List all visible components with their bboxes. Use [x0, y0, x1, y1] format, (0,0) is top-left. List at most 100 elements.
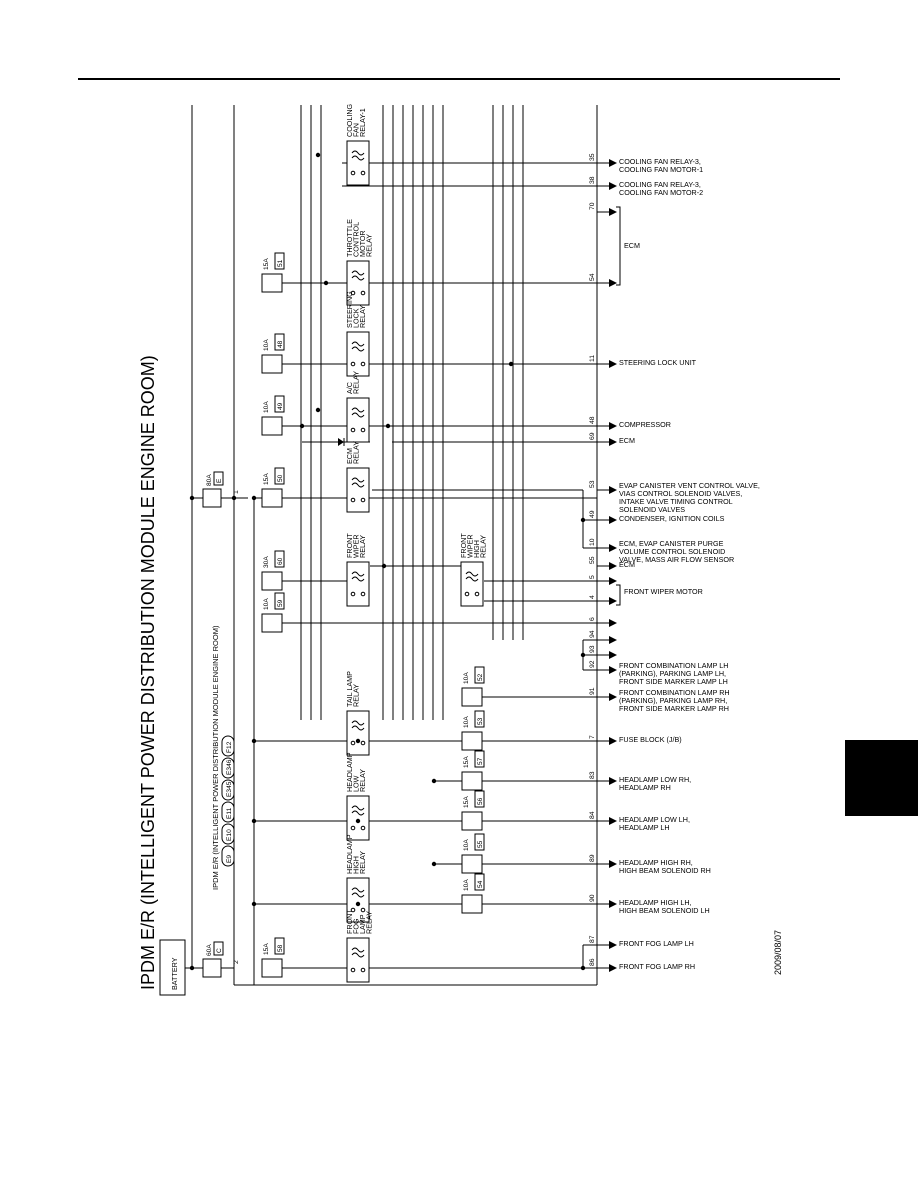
relay-box	[346, 140, 370, 186]
relay-contact	[474, 591, 480, 597]
relay-label: RELAY	[358, 535, 367, 558]
relay-label: FRONT	[345, 533, 354, 558]
relay-contact	[350, 740, 356, 746]
fuse-amp: 10A	[463, 839, 470, 851]
relay-label: RELAY	[365, 911, 374, 934]
relay-label: RELAY	[358, 851, 367, 874]
relay-box	[346, 795, 370, 841]
ecm-group-label: ECM	[624, 241, 640, 250]
connector-id: F12	[226, 741, 233, 753]
arrow-icon	[609, 159, 617, 167]
output-label: INTAKE VALVE TIMING CONTROL	[619, 497, 733, 506]
relay-contact	[350, 427, 356, 433]
junction-dot	[580, 965, 586, 971]
fuse-id-box	[274, 592, 285, 610]
pin-number: 70	[589, 202, 596, 210]
fuse-amp: 10A	[263, 598, 270, 610]
relay-box	[346, 710, 370, 756]
relay-contact	[360, 907, 366, 913]
relay-contact	[350, 967, 356, 973]
relay-label: STEERING	[345, 291, 354, 328]
output-label: FRONT FOG LAMP LH	[619, 939, 694, 948]
pin-number: 93	[589, 645, 596, 653]
arrow-icon	[609, 562, 617, 570]
output-label: HEADLAMP RH	[619, 783, 671, 792]
relay-label: HIGH	[352, 856, 361, 874]
fuse-id: 50	[277, 474, 284, 482]
output-label: ECM	[619, 560, 635, 569]
fuse-id: 60	[277, 557, 284, 565]
fuse-amp: 15A	[263, 258, 270, 270]
fuse	[461, 731, 483, 751]
relay-label: RELAY	[358, 769, 367, 792]
relay-coil-icon	[351, 407, 365, 418]
relay-label: CONTROL	[352, 222, 361, 257]
relay-coil-icon	[351, 150, 365, 161]
output-label: VALVE, MASS AIR FLOW SENSOR	[619, 555, 734, 564]
relay-contact	[464, 591, 470, 597]
fuse-id: 48	[277, 340, 284, 348]
fuse-amp: 15A	[463, 756, 470, 768]
fuse-id-box	[474, 710, 485, 728]
output-label: HEADLAMP LOW LH,	[619, 815, 690, 824]
arrow-icon	[609, 208, 617, 216]
relay-coil-icon	[351, 341, 365, 352]
relay-coil-icon	[351, 477, 365, 488]
output-label: HIGH BEAM SOLENOID RH	[619, 866, 711, 875]
pin-number: 11	[589, 355, 596, 362]
relay-contact	[360, 361, 366, 367]
pin-number: 7	[589, 735, 596, 739]
arrow-icon	[609, 941, 617, 949]
arrow-icon	[609, 964, 617, 972]
battery-box	[159, 939, 186, 996]
relay-coil-icon	[351, 720, 365, 731]
junction-dot	[355, 738, 361, 744]
arrow-icon	[609, 737, 617, 745]
junction-dot	[251, 738, 257, 744]
junction-dot	[189, 495, 195, 501]
arrow-icon	[609, 360, 617, 368]
fuse-amp: 10A	[463, 716, 470, 728]
header-rule	[78, 78, 840, 80]
output-label: EVAP CANISTER VENT CONTROL VALVE,	[619, 481, 760, 490]
relay-label: THROTTLE	[345, 219, 354, 257]
junction-dot	[385, 423, 391, 429]
output-label: SOLENOID VALVES	[619, 505, 685, 514]
fuse-id: 54	[477, 880, 484, 888]
arrow-icon	[609, 860, 617, 868]
junction-dot	[580, 517, 586, 523]
junction-dot	[299, 423, 305, 429]
output-label: CONDENSER, IGNITION COILS	[619, 514, 725, 523]
arrow-icon	[609, 279, 617, 287]
arrow-icon	[609, 619, 617, 627]
arrow-icon	[609, 597, 617, 605]
fuse-id: 58	[277, 944, 284, 952]
pin-number: 92	[589, 660, 596, 668]
junction-dot	[323, 280, 329, 286]
relay-contact	[360, 825, 366, 831]
arrow-icon	[609, 777, 617, 785]
output-label: COMPRESSOR	[619, 420, 671, 429]
relay-coil-icon	[465, 571, 479, 582]
relay-label: HEADLAMP	[345, 752, 354, 792]
relay-contact	[360, 967, 366, 973]
pin-number: 35	[589, 153, 596, 161]
output-label: HEADLAMP LH	[619, 823, 670, 832]
junction-dot	[189, 965, 195, 971]
arrow-icon	[609, 422, 617, 430]
relay-box	[460, 561, 484, 607]
fuse-amp: 15A	[263, 473, 270, 485]
connector-id: E345	[226, 781, 233, 797]
output-label: FRONT FOG LAMP RH	[619, 962, 695, 971]
relay-label: FRONT	[345, 909, 354, 934]
wiper-group-label: FRONT WIPER MOTOR	[624, 587, 703, 596]
relay-contact	[350, 170, 356, 176]
relay-contact	[350, 825, 356, 831]
fuse	[261, 571, 283, 591]
fuse-id-box	[474, 750, 485, 768]
relay-coil-icon	[351, 887, 365, 898]
fuse-id-box	[274, 252, 285, 270]
relay-label: HIGH	[472, 540, 481, 558]
relay-coil-icon	[351, 805, 365, 816]
